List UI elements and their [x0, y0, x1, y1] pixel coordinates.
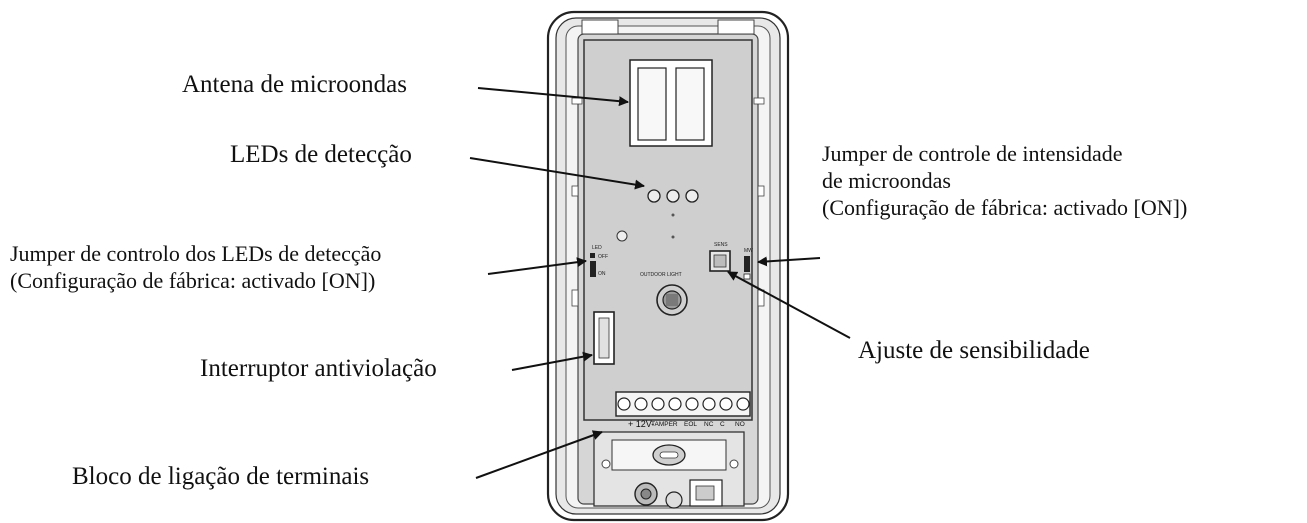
callout-arrows — [469, 87, 851, 479]
arrow-sensitivity — [727, 271, 851, 339]
terminal-label-no: NO — [735, 421, 745, 428]
sens-label: SENS — [714, 242, 728, 248]
label-jumper-leds-line1: Jumper de controlo dos LEDs de detecção — [10, 241, 382, 266]
cable-entry-area — [593, 431, 745, 509]
arrow-led-jumper — [487, 257, 587, 275]
arrow-mw-jumper — [757, 256, 821, 267]
label-terminal-block: Bloco de ligação de terminais — [72, 463, 370, 490]
led-jumper-label: LED — [592, 245, 602, 251]
led-jumper-on-label: ON — [598, 271, 606, 277]
detection-leds — [616, 189, 699, 242]
terminal-screw — [685, 397, 699, 411]
terminal-block: + 12V- TAMPER EOL NC C NO — [615, 391, 751, 429]
arrow-terminal-block — [475, 430, 603, 479]
tamper-switch — [593, 311, 615, 365]
arrow-leds — [469, 157, 645, 190]
led-jumper: LED OFF ON — [590, 245, 608, 277]
arrow-antenna — [477, 87, 629, 107]
terminal-screw — [617, 397, 631, 411]
arrow-tamper — [511, 351, 593, 371]
terminal-label-nc: NC — [704, 421, 714, 428]
led-jumper-off-label: OFF — [598, 254, 608, 260]
terminal-screw — [651, 397, 665, 411]
label-jumper-mw-line1: Jumper de controle de intensidade — [822, 141, 1123, 166]
label-jumper-leds: Jumper de controlo dos LEDs de detecção … — [10, 240, 381, 294]
sensitivity-potentiometer: SENS — [709, 242, 731, 272]
terminal-screw — [702, 397, 716, 411]
mw-jumper-label: MW — [744, 248, 753, 254]
terminal-label-power: + 12V- — [628, 419, 654, 429]
label-jumper-leds-line2: (Configuração de fábrica: activado [ON]) — [10, 268, 376, 293]
terminal-screw — [719, 397, 733, 411]
terminal-screw — [634, 397, 648, 411]
terminal-label-eol: EOL — [684, 421, 697, 428]
label-jumper-mw-line3: (Configuração de fábrica: activado [ON]) — [822, 195, 1188, 220]
microwave-antenna — [629, 59, 713, 147]
label-leds: LEDs de detecção — [230, 141, 412, 168]
outdoor-light-sensor: OUTDOOR LIGHT — [640, 272, 688, 316]
label-sensitivity: Ajuste de sensibilidade — [858, 337, 1090, 364]
label-jumper-mw: Jumper de controle de intensidade de mic… — [822, 140, 1187, 221]
outdoor-light-label: OUTDOOR LIGHT — [640, 272, 682, 278]
label-jumper-mw-line2: de microondas — [822, 168, 951, 193]
label-tamper: Interruptor antiviolação — [200, 355, 437, 382]
label-antenna: Antena de microondas — [182, 71, 407, 98]
mw-jumper: MW — [743, 248, 753, 280]
terminal-screw — [668, 397, 682, 411]
terminal-label-c: C — [720, 421, 725, 428]
terminal-screw — [736, 397, 750, 411]
terminal-label-tamper: TAMPER — [651, 421, 678, 428]
